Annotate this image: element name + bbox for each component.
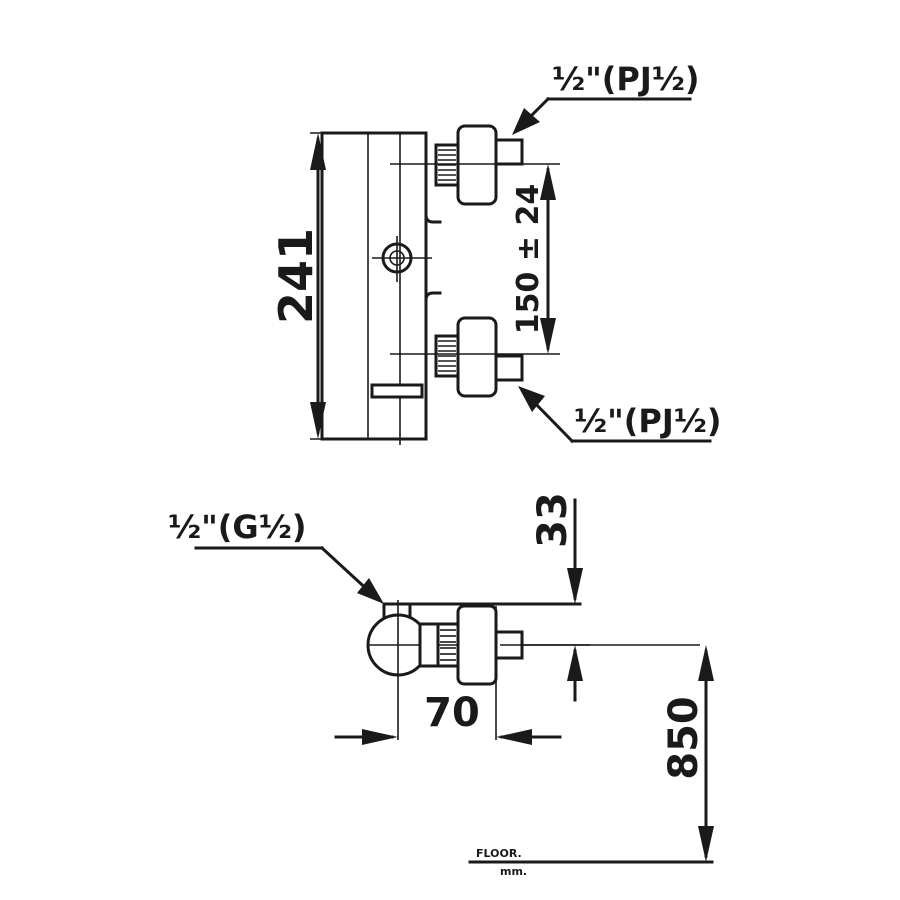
floor-height-label: 850 [661,696,707,780]
height-total-label: 241 [269,228,323,324]
side-view: ½"(G½) 33 70 850 FLOOR. mm. [168,492,714,878]
floor-label: FLOOR. [476,847,522,860]
bottom-inlet-label: ½"(PJ½) [574,402,722,440]
front-view: 241 150 ± 24 ½"(PJ½) ½"(PJ½) [269,60,722,445]
outlet-label: ½"(G½) [168,508,306,546]
depth-label: 70 [424,690,480,736]
top-inlet-label: ½"(PJ½) [552,60,700,98]
inlet-spacing-label: 150 ± 24 [511,184,546,334]
mixer-body [320,131,428,441]
upper-inlet [434,124,524,206]
lower-inlet [434,316,524,398]
unit-label: mm. [500,865,527,878]
wall-offset-label: 33 [530,492,576,548]
